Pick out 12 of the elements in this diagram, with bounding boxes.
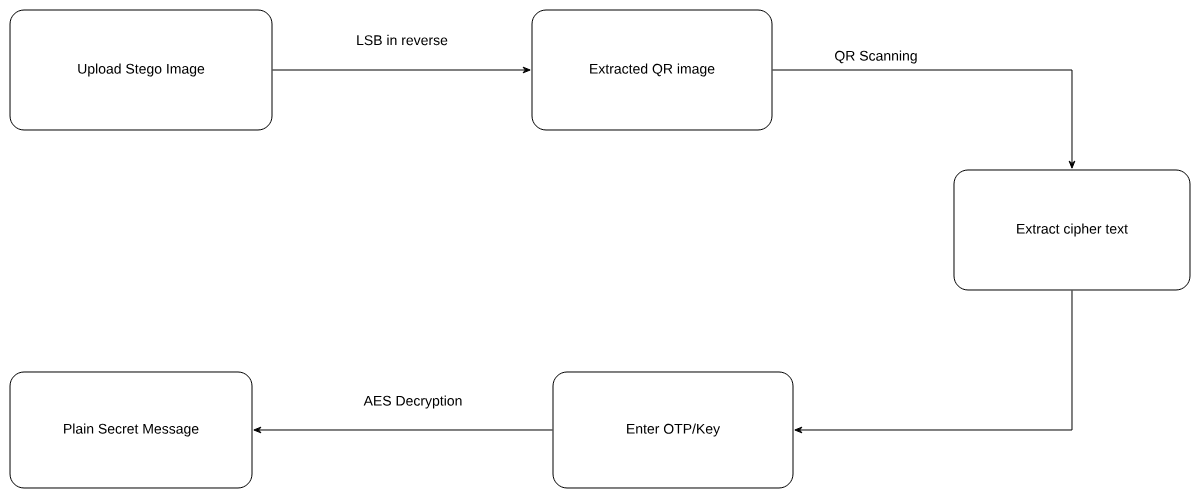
edge-label: QR Scanning xyxy=(833,49,919,65)
process-box: Extracted QR image xyxy=(531,9,773,131)
arrow xyxy=(253,426,553,434)
edge-label: AES Decryption xyxy=(362,394,464,410)
arrow xyxy=(272,66,531,74)
edge-label: LSB in reverse xyxy=(355,33,449,47)
process-box: Upload Stego Image xyxy=(9,9,273,131)
arrow xyxy=(794,290,1073,434)
process-box: Plain Secret Message xyxy=(9,371,253,489)
arrow xyxy=(772,69,1076,169)
process-box: Extract cipher text xyxy=(953,169,1191,291)
process-box: Enter OTP/Key xyxy=(552,371,794,489)
